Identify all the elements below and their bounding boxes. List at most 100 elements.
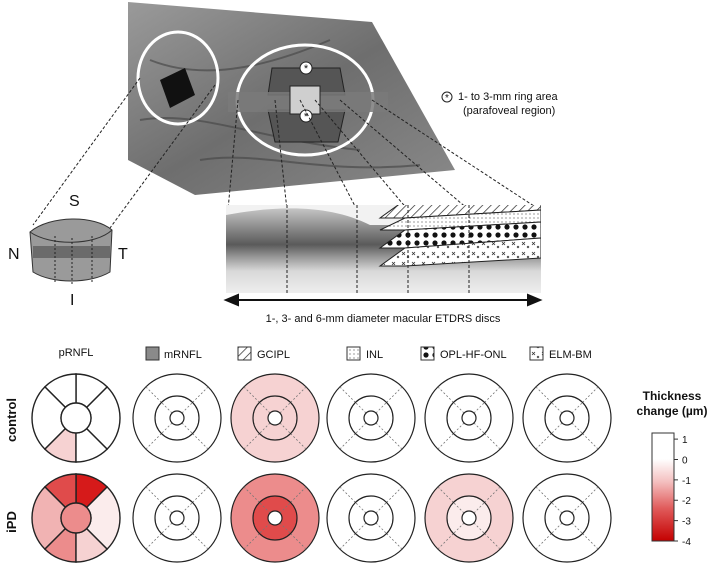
star-note-sub: (parafoveal region) — [463, 105, 555, 117]
thickness-maps — [31, 373, 612, 563]
etdrs-sector-divider — [259, 522, 271, 534]
map-ipd-prnfl — [31, 473, 121, 563]
etdrs-sector-divider — [279, 402, 291, 414]
star-marker-top: * — [299, 61, 313, 75]
prnfl-center — [60, 502, 92, 534]
colorbar-ticks: 1 0 -1 -2 -3 -4 — [674, 435, 691, 548]
etdrs-center — [559, 410, 575, 426]
etdrs-sector-divider — [453, 502, 465, 514]
etdrs-sector-divider — [473, 522, 485, 534]
colorbar-title-unit: change (µm) — [637, 404, 708, 418]
map-control-mrnfl — [132, 373, 222, 463]
etdrs-sector-divider — [473, 402, 485, 414]
etdrs-sector-divider — [375, 422, 387, 434]
peripapillary-scan — [29, 218, 113, 284]
svg-text:*: * — [304, 111, 309, 123]
etdrs-sector-divider — [181, 502, 193, 514]
direction-temporal: T — [118, 246, 128, 263]
direction-nasal: N — [8, 246, 20, 263]
etdrs-center — [363, 410, 379, 426]
row-label-ipd: iPD — [4, 511, 19, 533]
colorbar-tick-label: -1 — [682, 476, 691, 487]
legend-opl: OPL-HF-ONL — [440, 349, 507, 361]
etdrs-sector-divider — [355, 502, 367, 514]
swatch-opl — [420, 346, 435, 361]
etdrs-sector-divider — [571, 502, 583, 514]
map-control-inl — [326, 373, 416, 463]
row-label-control: control — [4, 398, 19, 442]
etdrs-sector-divider — [375, 522, 387, 534]
etdrs-sector-divider — [181, 522, 193, 534]
etdrs-sector-divider — [551, 402, 563, 414]
etdrs-sector-divider — [551, 502, 563, 514]
etdrs-sector-divider — [571, 522, 583, 534]
colorbar-tick-label: -4 — [682, 537, 691, 548]
optic-disc-circle — [136, 30, 220, 126]
direction-superior: S — [69, 193, 80, 210]
swatch-mrnfl — [145, 346, 160, 361]
etdrs-sector-divider — [161, 402, 173, 414]
etdrs-sector-divider — [279, 522, 291, 534]
colorbar-tick-label: 0 — [682, 455, 688, 466]
etdrs-sector-divider — [161, 502, 173, 514]
map-control-elm — [522, 373, 612, 463]
legend-mrnfl: mRNFL — [164, 349, 202, 361]
star-note: 1- to 3-mm ring area — [458, 91, 559, 103]
etdrs-sector-divider — [571, 402, 583, 414]
legend-elm: ELM-BM — [549, 349, 592, 361]
legend-inl: INL — [366, 349, 383, 361]
etdrs-center — [267, 510, 283, 526]
etdrs-sector-divider — [375, 502, 387, 514]
direction-inferior: I — [70, 292, 74, 309]
macula-connector-lines — [227, 99, 541, 211]
svg-text:*: * — [304, 63, 309, 75]
etdrs-sector-divider — [453, 402, 465, 414]
etdrs-center — [461, 510, 477, 526]
etdrs-sector-divider — [181, 422, 193, 434]
etdrs-sector-divider — [473, 422, 485, 434]
etdrs-caption: 1-, 3- and 6-mm diameter macular ETDRS d… — [266, 313, 501, 325]
etdrs-sector-divider — [355, 422, 367, 434]
etdrs-center — [267, 410, 283, 426]
prnfl-center — [60, 402, 92, 434]
etdrs-center — [169, 410, 185, 426]
map-ipd-gcipl — [230, 473, 320, 563]
etdrs-sector-divider — [453, 422, 465, 434]
legend-gcipl: GCIPL — [257, 349, 290, 361]
swatch-gcipl — [237, 346, 252, 361]
map-ipd-inl — [326, 473, 416, 563]
map-control-gcipl — [230, 373, 320, 463]
svg-text:*: * — [445, 93, 449, 104]
etdrs-sector-divider — [551, 522, 563, 534]
map-ipd-mrnfl — [132, 473, 222, 563]
etdrs-sector-divider — [355, 522, 367, 534]
map-control-opl — [424, 373, 514, 463]
colorbar-tick-label: -2 — [682, 496, 691, 507]
colorbar-title: Thickness — [643, 389, 702, 403]
etdrs-arrow — [223, 293, 543, 307]
etdrs-center — [559, 510, 575, 526]
map-control-prnfl — [31, 373, 121, 463]
etdrs-sector-divider — [259, 502, 271, 514]
etdrs-center — [169, 510, 185, 526]
colorbar-tick-label: 1 — [682, 435, 688, 446]
swatch-elm — [529, 346, 544, 361]
etdrs-sector-divider — [355, 402, 367, 414]
swatch-inl — [346, 346, 361, 361]
etdrs-sector-divider — [279, 422, 291, 434]
colorbar-tick-label: -3 — [682, 517, 691, 528]
etdrs-sector-divider — [279, 502, 291, 514]
colorbar — [651, 432, 675, 542]
star-legend-icon: * — [441, 91, 453, 104]
etdrs-sector-divider — [453, 522, 465, 534]
legend-prnfl: pRNFL — [59, 347, 94, 359]
etdrs-sector-divider — [259, 402, 271, 414]
etdrs-sector-divider — [161, 422, 173, 434]
map-ipd-elm — [522, 473, 612, 563]
star-marker-bottom: * — [299, 109, 313, 123]
etdrs-center — [461, 410, 477, 426]
etdrs-sector-divider — [181, 402, 193, 414]
etdrs-sector-divider — [473, 502, 485, 514]
etdrs-sector-divider — [571, 422, 583, 434]
